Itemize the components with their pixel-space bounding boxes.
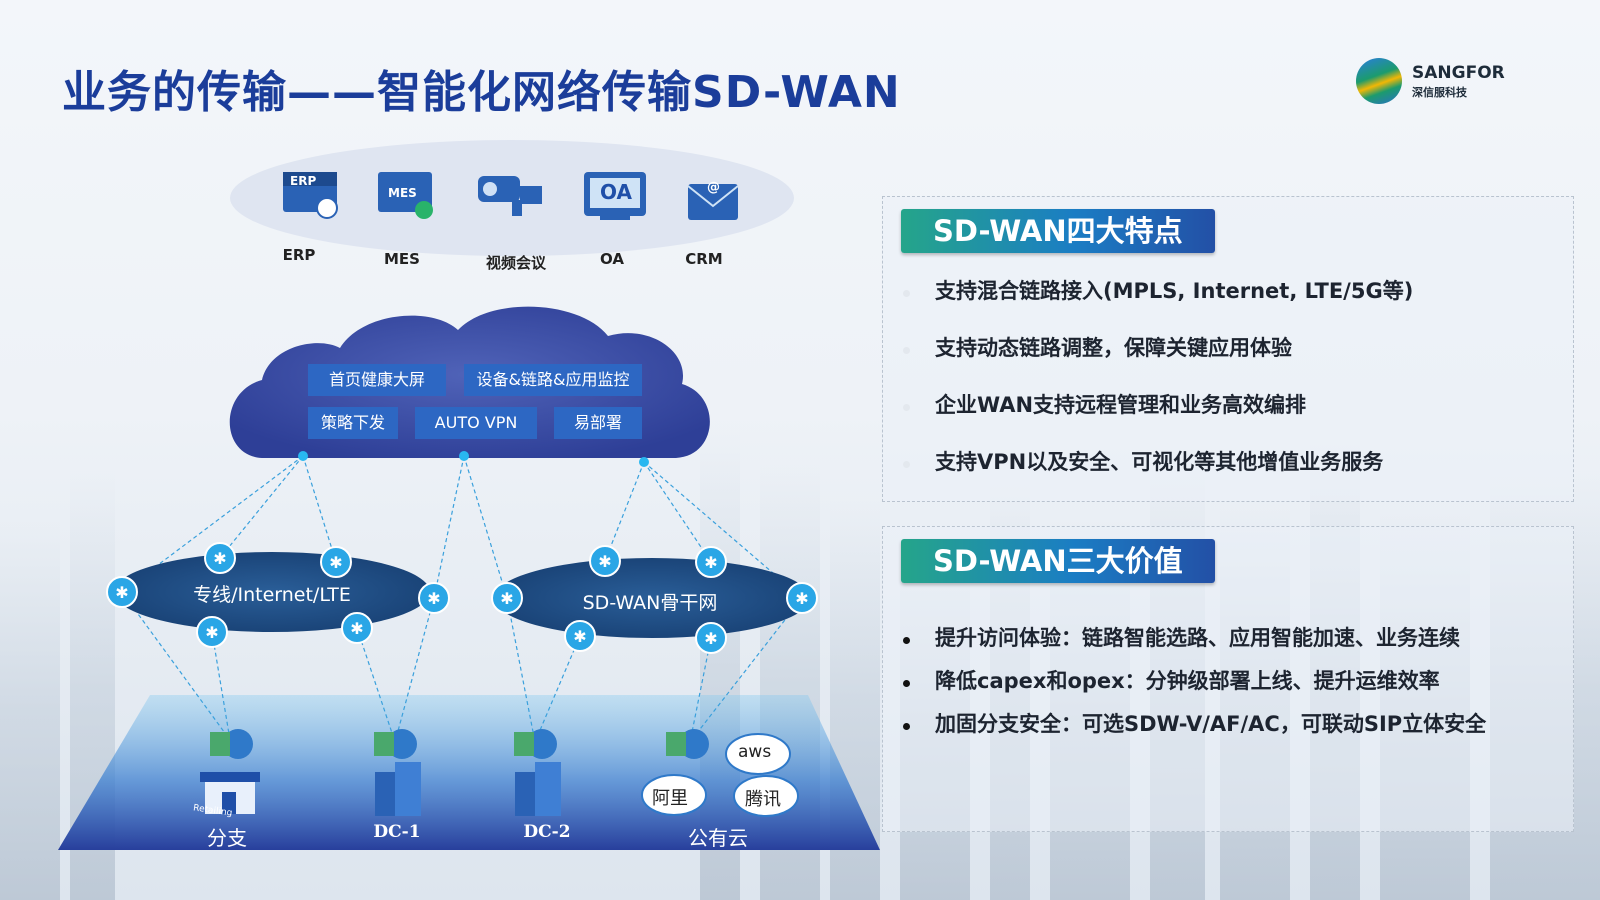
tencent-cloud-label: 腾讯 [745,789,781,810]
svg-text:✱: ✱ [704,629,717,648]
datacenter-1-icon [375,762,421,816]
feature-item: 支持动态链路调整，保障关键应用体验 [935,336,1292,360]
bullet [903,723,910,730]
logo-subtitle: 深信服科技 [1412,86,1467,99]
mail-badge: @ [707,180,720,195]
router-icon: ✱ [491,582,523,614]
mail-icon [687,184,739,220]
logo-name: SANGFOR [1412,63,1505,83]
erp-icon [283,172,338,219]
router-icon: ✱ [106,576,138,608]
auto-vpn-button[interactable]: AUTO VPN [415,407,537,439]
bullet [903,680,910,687]
app-label-erp: ERP [282,246,316,264]
overlay-links [121,455,803,743]
mes-icon [378,172,433,219]
sangfor-logo: SANGFOR 深信服科技 [1356,56,1516,108]
page-title: 业务的传输——智能化网络传输SD-WAN [62,67,901,118]
svg-text:✱: ✱ [795,589,808,608]
policy-push-button[interactable]: 策略下发 [308,407,398,439]
network-label-private-line: 专线/Internet/LTE [193,584,351,606]
router-icon: ✱ [589,545,621,577]
app-label-crm: CRM [685,250,723,268]
easy-deploy-button[interactable]: 易部署 [554,407,642,439]
svg-text:✱: ✱ [427,589,440,608]
svg-text:✱: ✱ [500,589,513,608]
oa-monitor-icon [584,172,646,220]
app-label-mes: MES [384,250,420,268]
svg-text:✱: ✱ [704,553,717,572]
aliyun-cloud-label: 阿里 [652,788,688,809]
site-label-public-cloud: 公有云 [688,826,748,850]
values-panel: SD-WAN三大价值 提升访问体验：链路智能选路、应用智能加速、业务连续 降低c… [882,526,1574,832]
app-label-video: 视频会议 [485,254,546,272]
network-label-sdwan-backbone: SD-WAN骨干网 [582,592,718,614]
router-icon: ✱ [418,582,450,614]
router-icon: ✱ [196,616,228,648]
bullet [903,637,910,644]
svg-text:✱: ✱ [573,627,586,646]
aws-cloud-label: aws [738,742,772,762]
health-dashboard-button[interactable]: 首页健康大屏 [308,364,446,396]
server-globe-icon [210,729,709,759]
router-nodes: ✱ ✱ ✱ ✱ ✱ ✱ ✱ ✱ ✱ ✱ ✱ ✱ [106,542,818,654]
mes-badge: MES [388,186,417,200]
network-private-line [114,552,430,632]
site-label-dc1: DC-1 [373,822,421,842]
datacenter-2-icon [515,762,561,816]
features-heading: SD-WAN四大特点 [901,209,1215,253]
features-panel: SD-WAN四大特点 支持混合链路接入(MPLS, Internet, LTE/… [882,196,1574,502]
svg-text:✱: ✱ [350,619,363,638]
router-icon: ✱ [786,582,818,614]
router-icon: ✱ [341,612,373,644]
router-icon: ✱ [695,546,727,578]
app-label-oa: OA [600,250,624,268]
value-item: 加固分支安全：可选SDW-V/AF/AC，可联动SIP立体安全 [935,712,1487,736]
feature-item: 企业WAN支持远程管理和业务高效编排 [935,393,1307,417]
sdwan-architecture-diagram: ✱ ✱ ✱ ✱ ✱ ✱ ✱ ✱ ✱ ✱ ✱ ✱ [58,140,880,850]
site-label-dc2: DC-2 [523,822,571,842]
svg-text:✱: ✱ [598,552,611,571]
value-item: 提升访问体验：链路智能选路、应用智能加速、业务连续 [935,626,1460,650]
monitoring-button[interactable]: 设备&链路&应用监控 [464,364,642,396]
router-icon: ✱ [204,542,236,574]
svg-text:✱: ✱ [115,583,128,602]
bullet [903,290,910,297]
bullet [903,404,910,411]
feature-item: 支持混合链路接入(MPLS, Internet, LTE/5G等) [935,279,1414,303]
svg-text:✱: ✱ [213,549,226,568]
video-camera-icon [478,176,542,216]
values-heading: SD-WAN三大价值 [901,539,1215,583]
value-item: 降低capex和opex：分钟级部署上线、提升运维效率 [935,669,1440,693]
network-sdwan-backbone [494,558,810,638]
svg-text:✱: ✱ [205,623,218,642]
router-icon: ✱ [564,620,596,652]
svg-text:✱: ✱ [329,553,342,572]
feature-item: 支持VPN以及安全、可视化等其他增值业务服务 [935,450,1384,474]
router-icon: ✱ [320,546,352,578]
public-cloud-bubbles [641,733,799,817]
router-icon: ✱ [695,622,727,654]
bullet [903,461,910,468]
branch-store-icon [200,772,260,814]
erp-badge: ERP [290,174,317,188]
site-label-branch: 分支 [207,826,247,850]
oa-badge: OA [600,180,632,204]
bullet [903,347,910,354]
globe-logo-icon [1356,58,1402,104]
